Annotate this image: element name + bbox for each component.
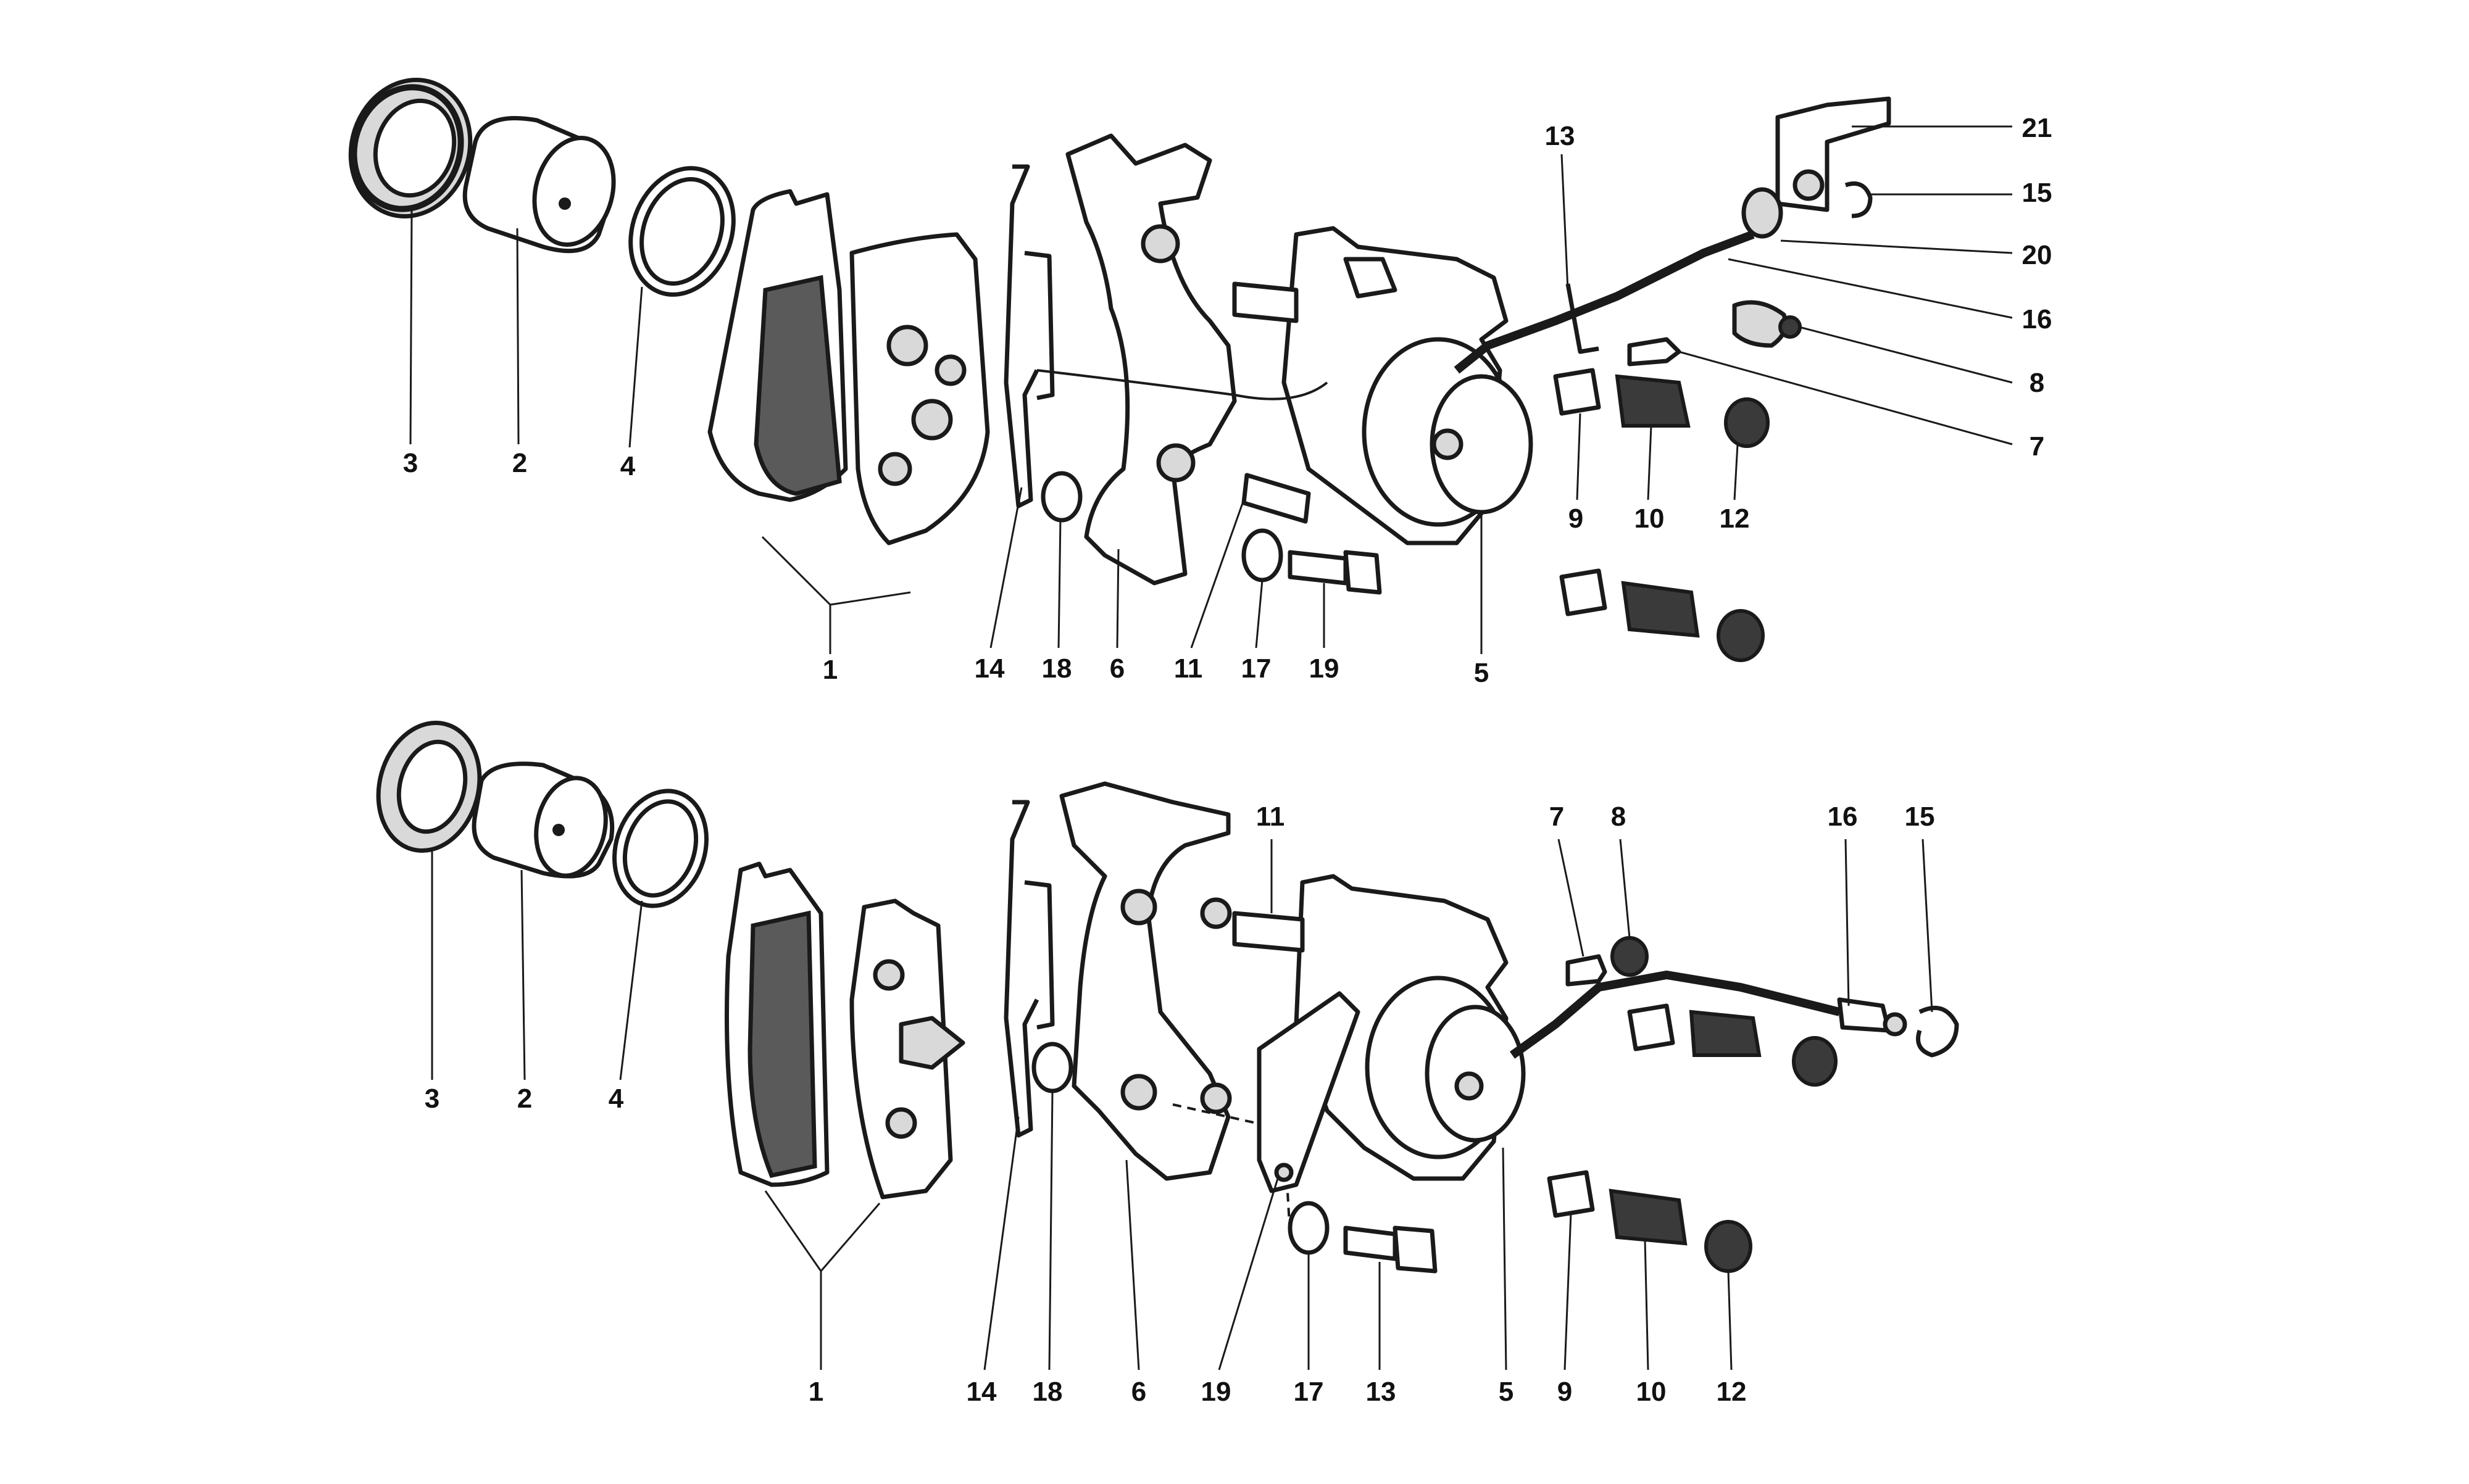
upper-clip-8-part bbox=[1732, 300, 1802, 348]
upper-caliper-bracket-part bbox=[1065, 133, 1237, 586]
upper-dust-seal-part bbox=[348, 78, 473, 218]
upper-bleed-screw-7-part bbox=[1627, 337, 1681, 367]
upper-anti-rattle-spring-part bbox=[1004, 164, 1055, 508]
callout-upper-9: 9 bbox=[1568, 504, 1583, 534]
upper-washer-17-part bbox=[1241, 528, 1283, 582]
upper-guide-pin-part bbox=[1232, 281, 1311, 524]
lower-guide-sleeve-set-b bbox=[1547, 1170, 1752, 1273]
callout-lower-15: 15 bbox=[1905, 802, 1935, 832]
callout-lower-13: 13 bbox=[1366, 1377, 1396, 1407]
callout-upper-3: 3 bbox=[403, 448, 418, 478]
callout-lower-4: 4 bbox=[609, 1084, 624, 1114]
upper-washer-18-part bbox=[1041, 471, 1083, 523]
upper-seal-ring-part bbox=[628, 166, 736, 297]
upper-grommet-20-part bbox=[1741, 187, 1783, 239]
upper-callout-labels: 3 2 4 1 14 18 6 11 17 19 5 9 10 12 13 21… bbox=[403, 113, 2052, 688]
callout-lower-18: 18 bbox=[1033, 1377, 1063, 1407]
upper-wear-wire bbox=[1036, 369, 1328, 400]
upper-hose-bracket bbox=[1565, 283, 1599, 354]
lower-bleed-screw-7-part bbox=[1565, 954, 1607, 987]
upper-brake-hose bbox=[1454, 230, 1755, 374]
callout-upper-12: 12 bbox=[1720, 504, 1750, 534]
callout-upper-17: 17 bbox=[1241, 653, 1272, 684]
lower-cap-8-part bbox=[1610, 936, 1649, 977]
callout-upper-14: 14 bbox=[975, 653, 1005, 684]
lower-pad-retainer-19-part bbox=[1257, 991, 1360, 1193]
lower-caliper-bracket-part bbox=[1059, 781, 1232, 1181]
callout-lower-5: 5 bbox=[1499, 1377, 1513, 1407]
callout-lower-10: 10 bbox=[1636, 1377, 1667, 1407]
lower-washer-18-part bbox=[1031, 1042, 1073, 1093]
callout-upper-7: 7 bbox=[2030, 431, 2044, 462]
lower-washer-17-part bbox=[1288, 1201, 1330, 1255]
lower-seal-ring-part bbox=[612, 789, 709, 908]
callout-upper-20: 20 bbox=[2022, 240, 2052, 270]
callout-upper-13: 13 bbox=[1545, 121, 1575, 151]
upper-guide-sleeve-set-a bbox=[1553, 368, 1770, 448]
callout-lower-7: 7 bbox=[1549, 802, 1564, 832]
callout-lower-14: 14 bbox=[967, 1377, 997, 1407]
upper-leader-lines bbox=[409, 125, 2013, 654]
callout-lower-2: 2 bbox=[517, 1084, 532, 1114]
lower-caliper-body-part bbox=[1294, 874, 1526, 1181]
lower-hose-end-16-part bbox=[1837, 997, 1907, 1037]
lower-piston-part bbox=[472, 761, 615, 879]
callout-upper-21: 21 bbox=[2022, 113, 2052, 143]
callout-lower-3: 3 bbox=[425, 1084, 439, 1114]
callout-lower-9: 9 bbox=[1557, 1377, 1572, 1407]
callout-upper-8: 8 bbox=[2030, 368, 2044, 398]
lower-assembly bbox=[376, 720, 1959, 1370]
callout-lower-19: 19 bbox=[1201, 1377, 1231, 1407]
lower-dust-seal-part bbox=[376, 720, 482, 853]
lower-guide-pin-part bbox=[1232, 911, 1305, 953]
callout-lower-11: 11 bbox=[1256, 802, 1285, 832]
callout-upper-16: 16 bbox=[2022, 304, 2052, 334]
callout-lower-16: 16 bbox=[1828, 802, 1858, 832]
callout-upper-1: 1 bbox=[823, 655, 838, 685]
upper-brake-pads-part bbox=[707, 189, 990, 545]
callout-upper-2: 2 bbox=[512, 448, 527, 478]
callout-upper-6: 6 bbox=[1110, 653, 1125, 684]
upper-mount-bracket-21-part bbox=[1775, 96, 1891, 218]
callout-upper-11: 11 bbox=[1174, 653, 1203, 684]
lower-leader-lines bbox=[431, 839, 1933, 1370]
lower-callout-labels: 3 2 4 1 14 18 6 19 17 13 5 9 10 12 11 7 … bbox=[425, 802, 1935, 1407]
lower-guide-sleeve-set-a bbox=[1627, 1003, 1838, 1087]
upper-assembly bbox=[348, 78, 2013, 662]
callout-upper-10: 10 bbox=[1634, 504, 1665, 534]
upper-piston-part bbox=[462, 116, 616, 254]
lower-anti-rattle-spring-part bbox=[1004, 800, 1055, 1138]
lower-clip-15-part bbox=[1916, 1005, 1959, 1058]
callout-lower-17: 17 bbox=[1294, 1377, 1324, 1407]
callout-lower-8: 8 bbox=[1611, 802, 1626, 832]
callout-upper-4: 4 bbox=[620, 451, 636, 481]
lower-bolt-13-part bbox=[1343, 1225, 1438, 1274]
callout-lower-12: 12 bbox=[1717, 1377, 1747, 1407]
lower-brake-pads-part bbox=[725, 861, 965, 1200]
callout-upper-18: 18 bbox=[1042, 653, 1072, 684]
callout-upper-19: 19 bbox=[1309, 653, 1339, 684]
lower-dashed-guide bbox=[1172, 1103, 1291, 1235]
upper-caliper-body-part bbox=[1281, 226, 1533, 545]
callout-lower-1: 1 bbox=[809, 1377, 823, 1407]
lower-brake-hose bbox=[1509, 970, 1841, 1059]
callout-lower-6: 6 bbox=[1131, 1377, 1146, 1407]
callout-upper-5: 5 bbox=[1474, 658, 1489, 688]
upper-guide-sleeve-set-b bbox=[1559, 568, 1765, 662]
callout-upper-15: 15 bbox=[2022, 178, 2052, 208]
upper-bolt-19-part bbox=[1288, 550, 1382, 595]
